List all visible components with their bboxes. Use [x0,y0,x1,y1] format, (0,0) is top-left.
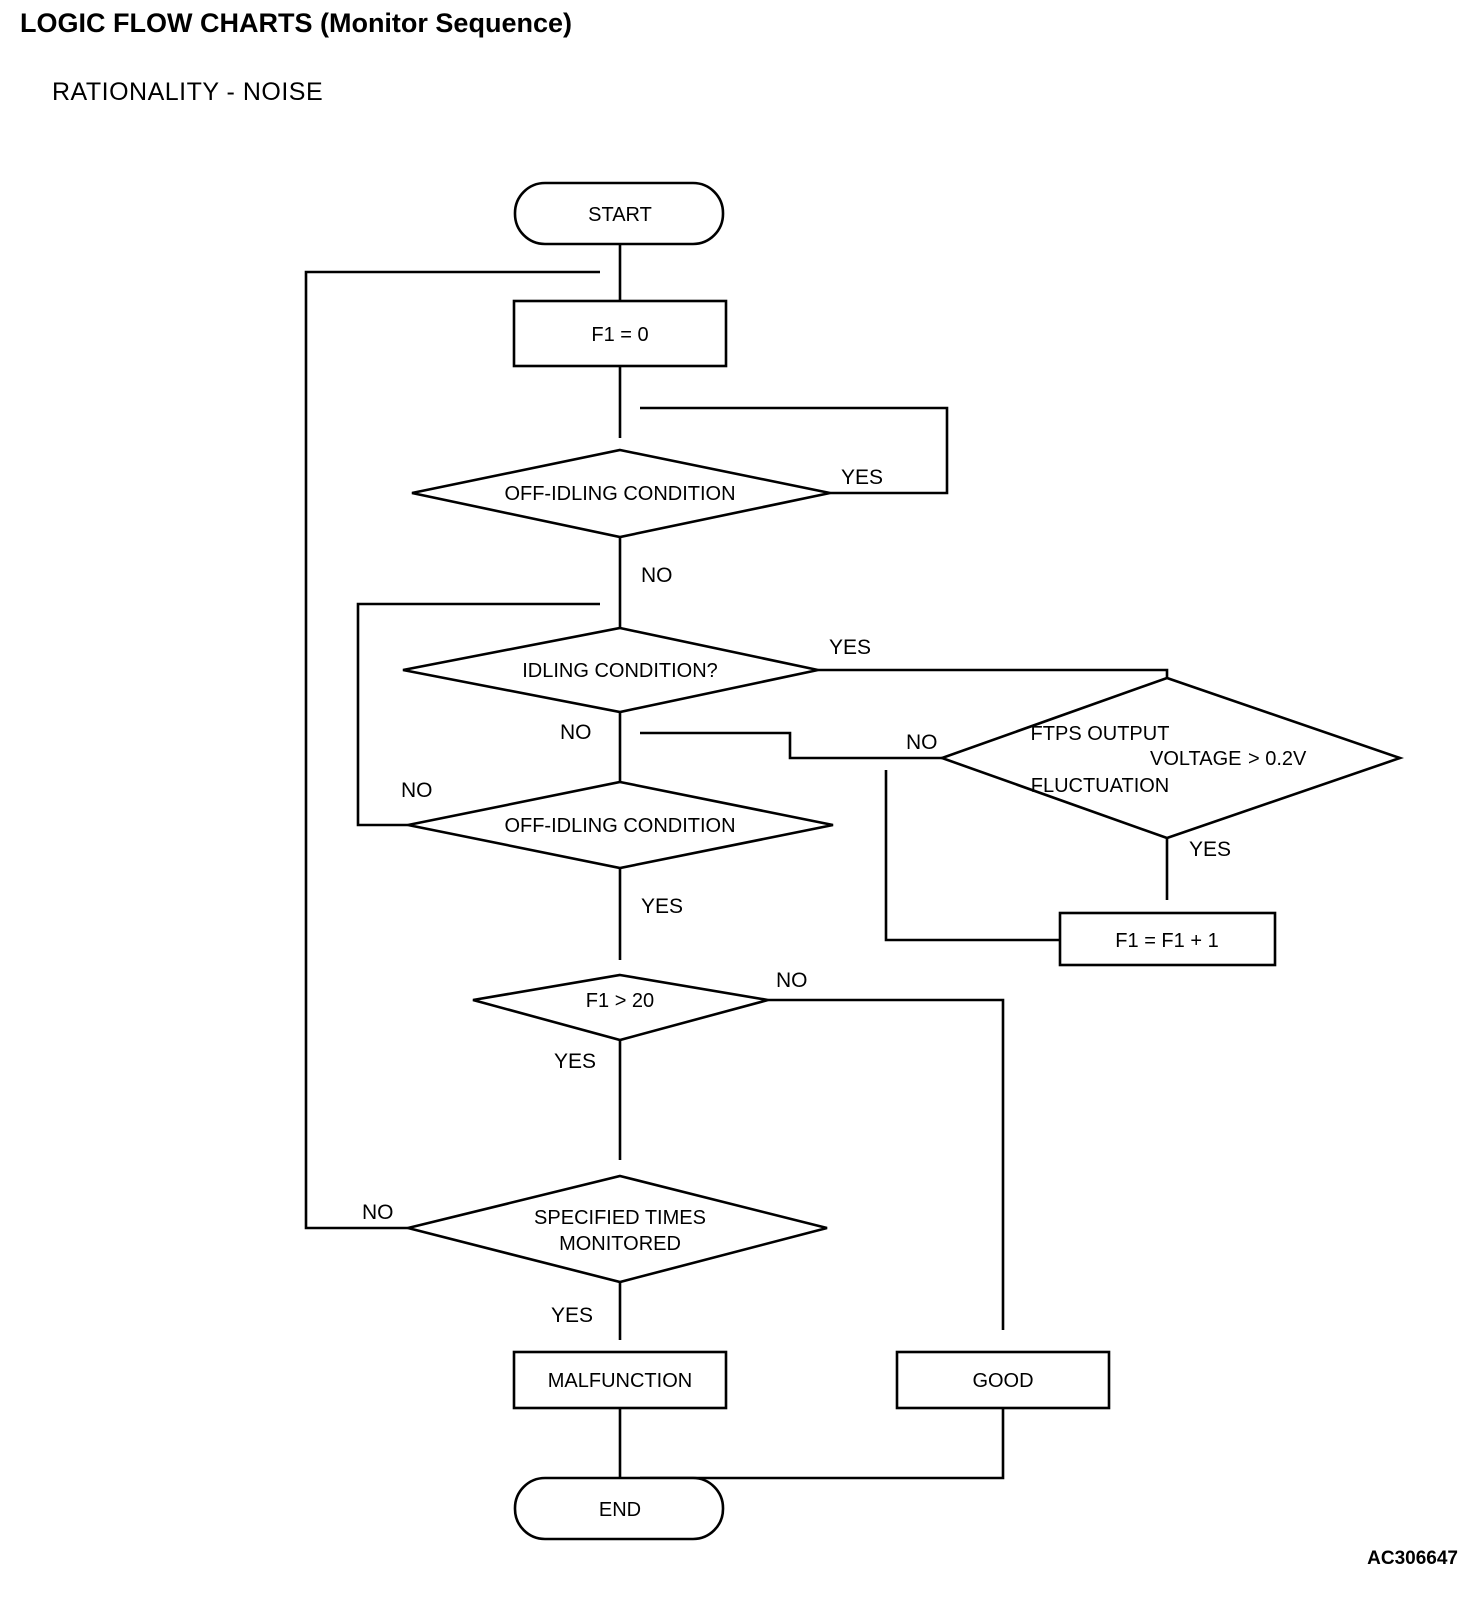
node-end-label: END [599,1499,641,1521]
edge-label-ftps-yes: YES [1189,838,1231,861]
edge-label-ftps-no: NO [906,731,938,754]
edge-label-idling-yes: YES [829,636,871,659]
edge-label-f1gt20-yes: YES [554,1050,596,1073]
edge-offidle1-yes-loop [640,406,949,495]
page-title: LOGIC FLOW CHARTS (Monitor Sequence) [20,8,572,38]
node-ftps-voltage-label-line1: FTPS OUTPUT [1031,723,1170,745]
node-f1-gt-20[interactable] [472,973,769,1042]
edge-label-spectimes-no: NO [362,1201,394,1224]
node-end[interactable] [513,1476,725,1541]
node-malfunction-label: MALFUNCTION [548,1370,692,1392]
edge-ftps-no-to-stem [640,731,942,760]
reference-code: AC306647 [1367,1548,1458,1569]
node-idling-label: IDLING CONDITION? [522,660,718,682]
node-ftps-voltage-label-line2: VOLTAGE [1150,748,1242,770]
node-off-idling-2[interactable] [407,780,834,870]
edge-spectimes-no-feedback [304,270,600,1230]
node-idling[interactable] [402,626,819,714]
node-start-label: START [588,204,652,226]
edge-label-f1gt20-no: NO [776,969,808,992]
edge-label-offidle2-no: NO [401,779,433,802]
node-malfunction[interactable] [512,1350,728,1410]
edge-label-offidle1-yes: YES [841,466,883,489]
node-ftps-voltage-threshold: > 0.2V [1248,748,1307,770]
edge-idling-yes-to-ftps [818,668,1169,678]
node-specified-times-label-line2: MONITORED [559,1233,681,1255]
edge-label-offidle2-yes: YES [641,895,683,918]
node-ftps-voltage-label-line3: FLUCTUATION [1031,775,1170,797]
node-off-idling-1[interactable] [411,448,831,539]
node-good[interactable] [895,1350,1111,1410]
edge-label-idling-no: NO [560,721,592,744]
node-good-label: GOOD [972,1370,1033,1392]
node-off-idling-2-label: OFF-IDLING CONDITION [504,815,735,837]
edge-offidle2-no-feedback [356,602,600,827]
node-f1-increment[interactable] [1058,911,1277,967]
node-specified-times[interactable] [407,1174,828,1284]
edge-label-spectimes-yes: YES [551,1304,593,1327]
node-specified-times-label-line1: SPECIFIED TIMES [534,1207,706,1229]
node-start[interactable] [513,181,725,246]
node-f1-zero-label: F1 = 0 [591,324,648,346]
edge-label-offidle1-no: NO [641,564,673,587]
edge-f1inc-to-ftps-return [884,770,1060,942]
node-off-idling-1-label: OFF-IDLING CONDITION [504,483,735,505]
node-f1-gt-20-label: F1 > 20 [586,990,654,1012]
page-subtitle: RATIONALITY - NOISE [52,78,324,106]
edge-good-to-end [640,1408,1005,1480]
node-f1-zero[interactable] [512,299,728,368]
node-ftps-voltage[interactable] [938,676,1405,840]
node-f1-increment-label: F1 = F1 + 1 [1115,930,1218,952]
edge-f1gt20-no-to-good [768,998,1005,1330]
